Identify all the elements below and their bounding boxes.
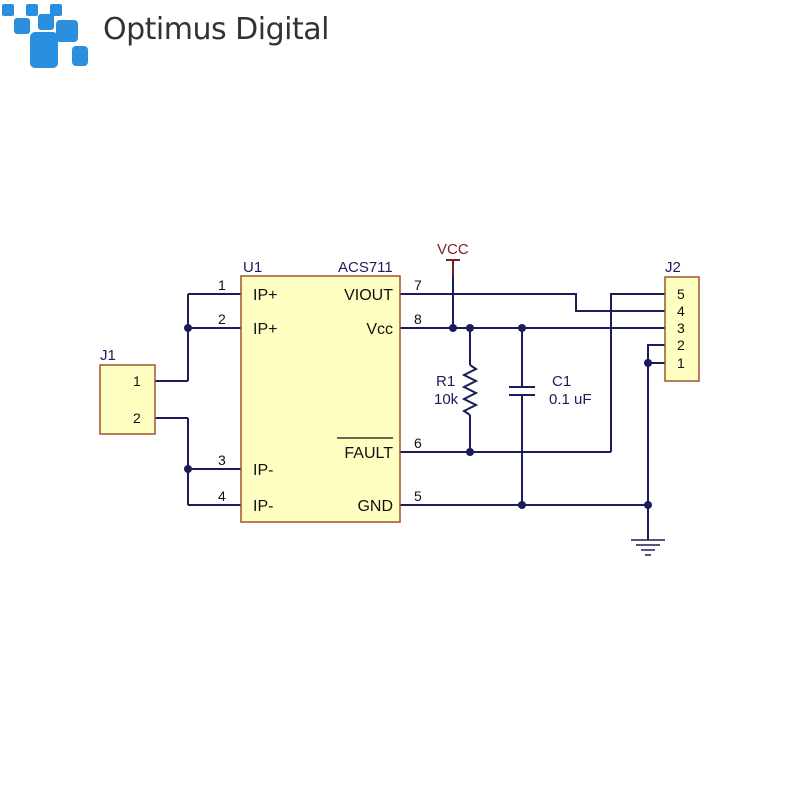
j1-pin-num: 2 bbox=[133, 410, 141, 426]
j2-pin-num: 3 bbox=[677, 320, 685, 336]
u1-pin-name: GND bbox=[357, 498, 393, 515]
u1-pin-name: IP+ bbox=[253, 287, 277, 304]
u1-pin-name: Vcc bbox=[366, 321, 393, 338]
vcc-power-symbol: VCC bbox=[437, 241, 469, 276]
logo-squares-icon bbox=[2, 4, 88, 68]
u1-part: ACS711 bbox=[338, 259, 393, 276]
ground-icon bbox=[631, 539, 665, 556]
u1-pin-num: 1 bbox=[218, 277, 226, 293]
wires bbox=[155, 260, 665, 540]
c1-ref: C1 bbox=[552, 373, 571, 390]
j1-pin-num: 1 bbox=[133, 373, 141, 389]
j2-pin-num: 1 bbox=[677, 355, 685, 371]
u1-pin-name: IP- bbox=[253, 462, 273, 479]
u1-pin-name: IP+ bbox=[253, 321, 277, 338]
u1-pin-num: 5 bbox=[414, 488, 422, 504]
junctions bbox=[184, 324, 652, 509]
u1-pin-num: 3 bbox=[218, 452, 226, 468]
r1-ref: R1 bbox=[436, 373, 455, 390]
vcc-label: VCC bbox=[437, 241, 469, 258]
u1-pin-name: VIOUT bbox=[344, 287, 393, 304]
j1-connector: J1 1 2 bbox=[99, 347, 156, 435]
j2-pin-num: 2 bbox=[677, 337, 685, 353]
u1-pin-num: 8 bbox=[414, 311, 422, 327]
logo-text: Optimus Digital bbox=[103, 12, 329, 47]
j2-pin-num: 5 bbox=[677, 286, 685, 302]
c1-capacitor: C1 0.1 uF bbox=[509, 373, 592, 408]
j2-connector: J2 5 4 3 2 1 bbox=[664, 259, 700, 382]
u1-pin-num: 2 bbox=[218, 311, 226, 327]
u1-pin-num: 7 bbox=[414, 277, 422, 293]
u1-pin-num: 6 bbox=[414, 435, 422, 451]
r1-resistor: R1 10k bbox=[434, 364, 479, 416]
u1-pin-num: 4 bbox=[218, 488, 226, 504]
j2-ref: J2 bbox=[665, 259, 681, 276]
u1-chip: U1 ACS711 1 IP+ 2 IP+ 3 IP- 4 IP- 5 GND … bbox=[218, 259, 422, 523]
u1-pin-name-fault: FAULT bbox=[344, 445, 393, 462]
u1-ref: U1 bbox=[243, 259, 262, 276]
c1-value: 0.1 uF bbox=[549, 391, 592, 408]
j1-ref: J1 bbox=[100, 347, 116, 364]
j2-pin-num: 4 bbox=[677, 303, 685, 319]
u1-pin-name: IP- bbox=[253, 498, 273, 515]
r1-value: 10k bbox=[434, 391, 459, 408]
logo: Optimus Digital bbox=[0, 0, 340, 80]
